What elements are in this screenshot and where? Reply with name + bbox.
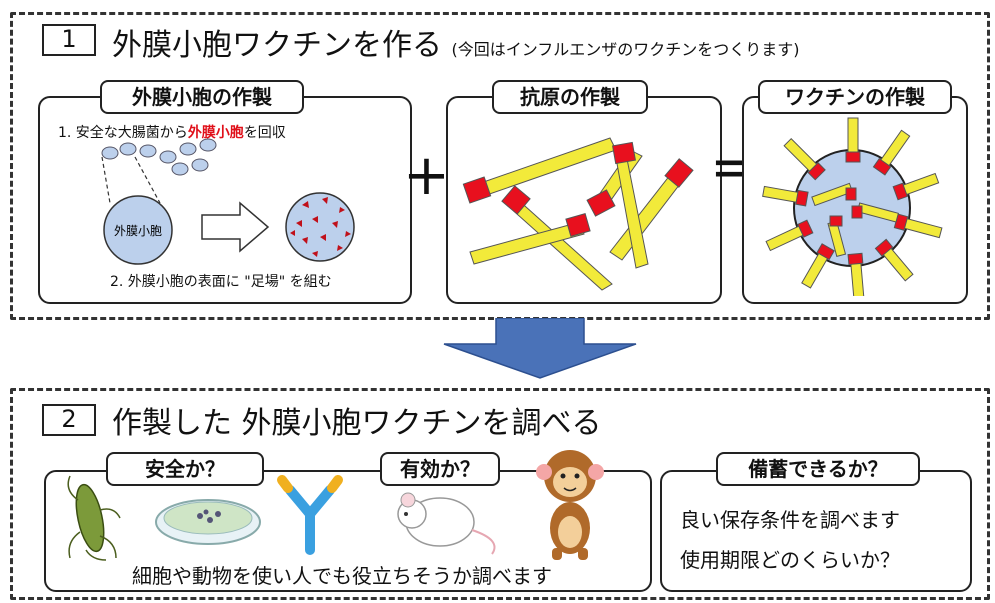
panel-omv-label: 外膜小胞の作製: [100, 80, 304, 114]
antigen-illustration: [462, 137, 694, 291]
antigen-rods: [462, 137, 694, 291]
storage-line-2: 使用期限どのくらいか？: [680, 548, 900, 572]
antigen-rod: [469, 212, 591, 265]
antigen-rod: [609, 158, 694, 261]
tag-safe: 安全か？: [106, 452, 264, 486]
omv-step-1-suffix: を回収: [243, 125, 286, 141]
omv-step-1-highlight: 外膜小胞: [187, 125, 244, 141]
safety-illustrations: [67, 450, 604, 561]
panel-vaccine-label: ワクチンの作製: [758, 80, 952, 114]
tag-effective: 有効か？: [380, 452, 500, 486]
down-arrow-icon: [443, 318, 637, 379]
omv-step-1-prefix: 1. 安全な大腸菌から: [58, 125, 188, 141]
omv-zoom-lines: [101, 156, 161, 204]
section-1-title-text: 外膜小胞ワクチンを作る: [112, 28, 442, 63]
omv-vesicle-text: 外膜小胞: [114, 224, 162, 238]
omv-arrow-right-icon: [201, 201, 270, 253]
section-1-note: (今回はインフルエンザのワクチンをつくります): [451, 40, 800, 59]
antibody-icon: [277, 475, 343, 555]
vaccine-antigen-spikes: [762, 117, 943, 296]
bacterium-icon: [67, 475, 121, 561]
vaccine-illustration: [762, 117, 943, 296]
section-2-frame: [10, 388, 990, 600]
omv-vesicle-large: [103, 195, 173, 265]
omv-step-2: 2. 外膜小胞の表面に "足場" を組む: [110, 274, 332, 290]
monkey-icon: [536, 450, 604, 560]
omv-scaffold-triangles: [290, 197, 351, 257]
section-2-title: 作製した 外膜小胞ワクチンを調べる: [112, 406, 602, 441]
tag-storage: 備蓄できるか？: [716, 452, 920, 486]
antigen-rod: [462, 137, 617, 204]
antigen-rod: [612, 141, 649, 269]
plus-operator: +: [403, 143, 450, 208]
safety-caption: 細胞や動物を使い人でも役立ちそうか調べます: [132, 564, 552, 588]
panel-antigen-label: 抗原の作製: [492, 80, 648, 114]
storage-line-1: 良い保存条件を調べます: [680, 508, 900, 532]
petri-dish-icon: [155, 499, 261, 545]
antigen-rod: [586, 149, 643, 217]
omv-vesicle-scaffold: [285, 192, 355, 262]
antigen-rod: [501, 185, 613, 291]
mouse-icon: [397, 492, 496, 555]
omv-illustration: 外膜小胞: [101, 138, 355, 265]
omv-step-1: 1. 安全な大腸菌から外膜小胞を回収: [58, 122, 286, 142]
section-1-number: 1: [42, 24, 96, 56]
section-2-number: 2: [42, 404, 96, 436]
omv-small-vesicles: [101, 138, 217, 176]
section-1-title: 外膜小胞ワクチンを作る (今回はインフルエンザのワクチンをつくります): [112, 20, 800, 64]
